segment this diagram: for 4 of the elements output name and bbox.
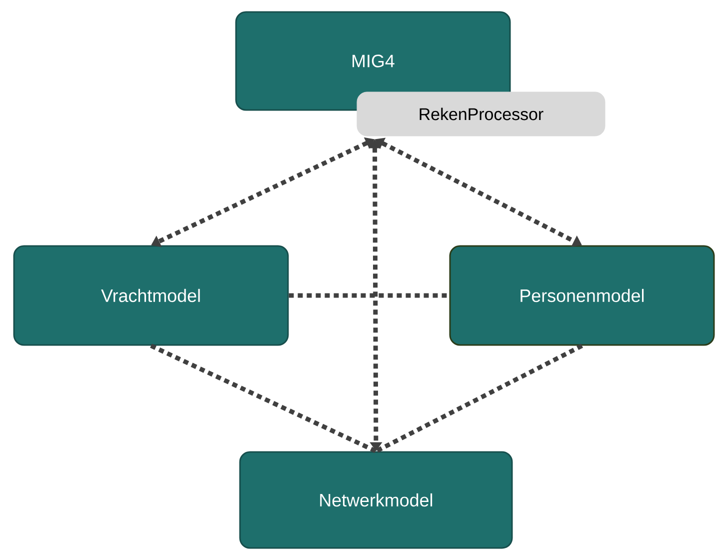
model-box: Vrachtmodel xyxy=(13,245,289,346)
model-box: Personenmodel xyxy=(449,245,715,346)
model-box: Netwerkmodel xyxy=(239,451,513,549)
processor-tag: RekenProcessor xyxy=(356,92,606,136)
